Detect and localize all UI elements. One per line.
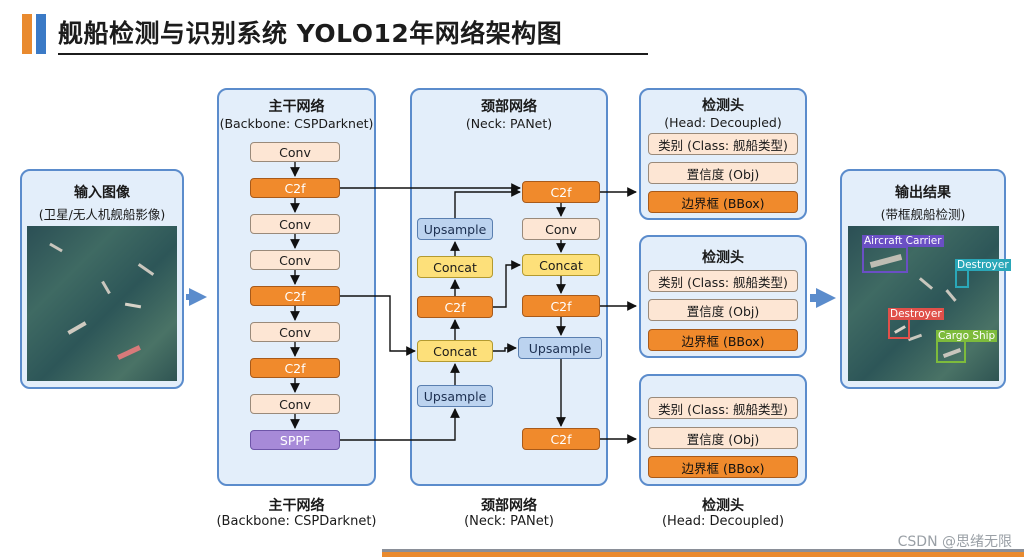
backbone-conv-1: Conv (250, 142, 340, 162)
output-subtitle: (带框舰船检测) (880, 207, 966, 222)
page-title: 舰船检测与识别系统 YOLO12年网络架构图 (58, 19, 563, 48)
head-1-subtitle: (Head: Decoupled) (664, 115, 782, 130)
neck-bottom-subtitle: (Neck: PANet) (464, 514, 554, 529)
head-1-obj: 置信度 (Obj) (648, 162, 798, 184)
backbone-conv-3: Conv (250, 250, 340, 270)
neck-concat-top: Concat (417, 256, 493, 278)
arrow-head-to-output (816, 288, 836, 308)
neck-concat-right: Concat (522, 254, 600, 276)
title-underline (58, 53, 648, 55)
head-bottom-title: 检测头 (702, 498, 744, 514)
backbone-title: 主干网络 (268, 99, 325, 115)
arrow-input-to-backbone (189, 288, 207, 306)
title-accent-orange (22, 14, 32, 54)
detection-label-cargo-ship: Cargo Ship (936, 330, 998, 342)
neck-c2f-to-concat (493, 260, 521, 308)
input-satellite-image (27, 226, 177, 381)
backbone-bottom-subtitle: (Backbone: CSPDarknet) (216, 514, 377, 529)
head-1-bbox: 边界框 (BBox) (648, 191, 798, 213)
head-3-class: 类别 (Class: 舰船类型) (648, 397, 798, 419)
neck-conv-right: Conv (522, 218, 600, 240)
neck-c2f-right-3: C2f (522, 428, 600, 450)
neck-c2f-left: C2f (417, 296, 493, 318)
neck-concat-mid: Concat (417, 340, 493, 362)
head-bottom-subtitle: (Head: Decoupled) (661, 514, 785, 529)
neck-concat-to-upsample (493, 343, 517, 353)
sppf-to-upsample (340, 408, 460, 441)
backbone-sppf: SPPF (250, 430, 340, 450)
neck-upsample-right: Upsample (518, 337, 602, 359)
head-2-obj: 置信度 (Obj) (648, 299, 798, 321)
arrow-head-to-output-shaft (810, 294, 818, 302)
bb-c2f2-to-concat (340, 295, 416, 356)
backbone-bottom-title: 主干网络 (268, 498, 325, 514)
backbone-conv-4: Conv (250, 322, 340, 342)
output-satellite-image (848, 226, 999, 381)
detection-label-destroyer-1: Destroyer (955, 259, 1011, 271)
detection-box-aircraft-carrier (862, 246, 908, 273)
head-3-bbox: 边界框 (BBox) (648, 456, 798, 478)
neck-up-to-c2f (454, 187, 521, 218)
arrow-input-to-backbone-shaft (186, 294, 192, 300)
detection-label-destroyer-2: Destroyer (888, 308, 944, 320)
neck-panel: 颈部网络 (Neck: PANet) (410, 88, 608, 486)
head-2-title: 检测头 (702, 250, 744, 266)
backbone-conv-5: Conv (250, 394, 340, 414)
backbone-c2f-2: C2f (250, 286, 340, 306)
neck-subtitle: (Neck: PANet) (465, 116, 553, 131)
neck-bottom-title: 颈部网络 (481, 498, 537, 514)
head-1-class: 类别 (Class: 舰船类型) (648, 133, 798, 155)
backbone-conv-2: Conv (250, 214, 340, 234)
watermark: CSDN @思绪无限 (897, 534, 1012, 550)
input-subtitle: (卫星/无人机舰船影像) (38, 207, 166, 222)
neck-c2f-right-2: C2f (522, 295, 600, 317)
neck-title: 颈部网络 (481, 99, 537, 115)
footer-gray-bar (382, 549, 1024, 552)
backbone-c2f-1: C2f (250, 178, 340, 198)
title-accent-blue (36, 14, 46, 54)
input-title: 输入图像 (74, 185, 130, 201)
head-2-class: 类别 (Class: 舰船类型) (648, 270, 798, 292)
head-3-obj: 置信度 (Obj) (648, 427, 798, 449)
head-2-bbox: 边界框 (BBox) (648, 329, 798, 351)
backbone-subtitle: (Backbone: CSPDarknet) (219, 116, 374, 131)
backbone-c2f-3: C2f (250, 358, 340, 378)
footer-orange-bar (382, 552, 1024, 557)
neck-upsample-top: Upsample (417, 218, 493, 240)
neck-upsample-bottom: Upsample (417, 385, 493, 407)
head-1-title: 检测头 (702, 98, 744, 114)
neck-c2f-right-1: C2f (522, 181, 600, 203)
output-title: 输出结果 (895, 185, 951, 201)
detection-label-aircraft-carrier: Aircraft Carrier (862, 235, 944, 247)
